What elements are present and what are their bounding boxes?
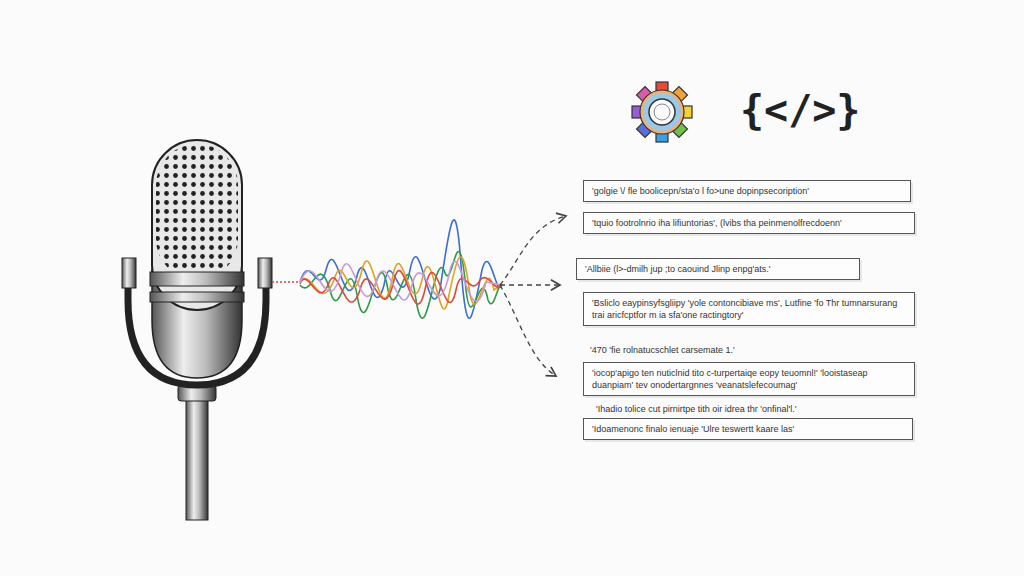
text-box: 'tquio footrolnrio iha lifiuntorias', (l… (583, 212, 915, 234)
box-text: 'Idoamenonc finalo ienuaje 'Ulre teswert… (592, 423, 904, 435)
gear-icon (632, 82, 692, 142)
text-box: 'Allbiie (l>-dmilh jup ;to caouind Jlinp… (576, 258, 860, 280)
text-box: 'golgie \/ fle boolicepn/sta'o l fo>une … (583, 180, 911, 202)
dashed-arrows (500, 216, 566, 376)
box-text: 'iocop'apigo ten nuticlnid tito c-turper… (592, 367, 906, 391)
box-text: 'golgie \/ fle boolicepn/sta'o l fo>une … (592, 185, 902, 197)
box-text: 'Bsliclo eaypinsyfsgliipy 'yole contonci… (592, 297, 906, 321)
text-box: 'iocop'apigo ten nuticlnid tito c-turper… (583, 362, 915, 396)
box-text: 'Allbiie (l>-dmilh jup ;to caouind Jlinp… (585, 263, 851, 275)
box-text: 'tquio footrolnrio iha lifiuntorias', (l… (592, 217, 906, 229)
waveform (272, 220, 502, 318)
text-box: 'Bsliclo eaypinsyfsgliipy 'yole contonci… (583, 292, 915, 326)
text-box: 'Idoamenonc finalo ienuaje 'Ulre teswert… (583, 418, 913, 440)
note-text: 'Ihadio tolice cut pirnirtpe tith oir id… (594, 403, 798, 415)
note-text: '470 'fie rolnatucschlet carsemate 1.' (588, 344, 737, 356)
code-icon: {</>} (738, 88, 862, 132)
microphone (122, 140, 272, 520)
